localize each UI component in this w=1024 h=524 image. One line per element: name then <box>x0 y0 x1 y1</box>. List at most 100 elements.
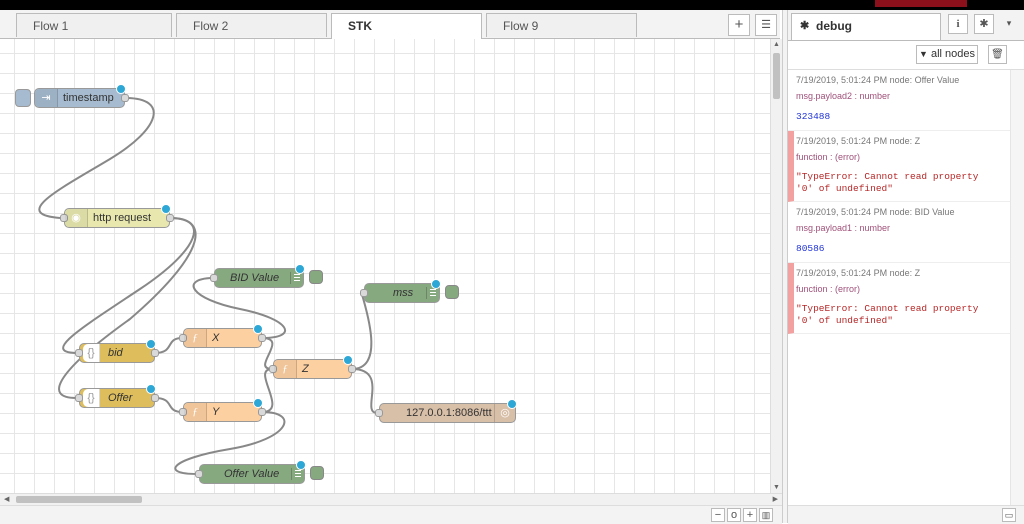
flow-list-button[interactable]: ☰ <box>755 14 777 36</box>
sidebar-tab-bar: ✱ debug i ✱ ▾ <box>788 10 1024 41</box>
workspace-horizontal-scrollbar[interactable]: ◀ ▶ <box>0 493 782 505</box>
tab-flow-2[interactable]: Flow 2 <box>176 13 327 37</box>
message-error-value[interactable]: "TypeError: Cannot read property '0' of … <box>796 303 979 326</box>
wire-y-z <box>261 368 274 413</box>
vertical-scroll-thumb[interactable] <box>773 53 780 99</box>
message-topic: function : (error) <box>796 284 861 294</box>
input-port[interactable] <box>360 289 368 297</box>
zoom-reset-button[interactable]: o <box>727 508 741 522</box>
wire-z-mss <box>351 292 373 370</box>
node-bid-value[interactable]: BID Value <box>210 264 323 288</box>
node-changed-dot <box>253 324 263 334</box>
flow-workspace[interactable]: ⇥ timestamp ◉ http request BID Value mss… <box>0 39 770 493</box>
inject-arrow-icon: ⇥ <box>35 89 58 107</box>
node-label: X <box>212 332 220 344</box>
zoom-in-button[interactable]: + <box>743 508 757 522</box>
output-port[interactable] <box>258 408 266 416</box>
message-meta: 7/19/2019, 5:01:24 PM node: BID Value <box>796 207 955 217</box>
tab-debug[interactable]: ✱ debug <box>791 13 941 40</box>
input-port[interactable] <box>75 394 83 402</box>
workspace-vertical-scrollbar[interactable]: ▲ ▼ <box>770 39 783 493</box>
node-changed-dot <box>343 355 353 365</box>
tab-flow-9[interactable]: Flow 9 <box>486 13 637 37</box>
function-icon: ƒ <box>184 403 207 421</box>
output-port[interactable] <box>166 214 174 222</box>
navigator-button[interactable]: ▥ <box>759 508 773 522</box>
input-port[interactable] <box>179 334 187 342</box>
deploy-button[interactable] <box>875 0 967 7</box>
debug-toggle-button[interactable] <box>445 285 459 299</box>
debug-message-error[interactable]: 7/19/2019, 5:01:24 PM node: Z function :… <box>788 263 1010 334</box>
input-port[interactable] <box>210 274 218 282</box>
message-value[interactable]: 80586 <box>796 243 825 254</box>
message-meta: 7/19/2019, 5:01:24 PM node: Offer Value <box>796 75 960 85</box>
input-port[interactable] <box>375 409 383 417</box>
output-port[interactable] <box>151 349 159 357</box>
zoom-out-button[interactable]: − <box>711 508 725 522</box>
node-http-endpoint[interactable]: 127.0.0.1:8086/ttt ◎ <box>375 399 517 423</box>
node-label: 127.0.0.1:8086/ttt <box>406 407 492 419</box>
tab-stk[interactable]: STK <box>331 13 482 39</box>
scroll-down-icon[interactable]: ▼ <box>773 484 780 491</box>
input-port[interactable] <box>179 408 187 416</box>
output-port[interactable] <box>258 334 266 342</box>
function-icon: ƒ <box>274 360 297 378</box>
debug-tab-button[interactable]: ✱ <box>974 14 994 34</box>
tab-flow-1[interactable]: Flow 1 <box>16 13 172 37</box>
popout-button[interactable]: ▭ <box>1002 508 1016 522</box>
input-port[interactable] <box>269 365 277 373</box>
node-label: mss <box>393 287 414 299</box>
input-port[interactable] <box>75 349 83 357</box>
info-icon: i <box>956 18 960 30</box>
debug-toggle-button[interactable] <box>310 466 324 480</box>
node-x[interactable]: ƒ X <box>179 324 266 348</box>
debug-message[interactable]: 7/19/2019, 5:01:24 PM node: BID Value ms… <box>788 202 1010 263</box>
scroll-right-icon[interactable]: ▶ <box>772 496 778 503</box>
node-changed-dot <box>253 398 263 408</box>
node-changed-dot <box>161 204 171 214</box>
scroll-up-icon[interactable]: ▲ <box>773 41 780 48</box>
add-flow-button[interactable]: + <box>728 14 750 36</box>
bug-icon: ✱ <box>979 18 989 30</box>
sidebar-scrollbar[interactable] <box>1010 70 1024 523</box>
message-error-value[interactable]: "TypeError: Cannot read property '0' of … <box>796 171 979 194</box>
sidebar-separator[interactable] <box>782 10 788 523</box>
clear-log-button[interactable]: 🗑 <box>988 45 1007 64</box>
node-changed-dot <box>431 279 441 289</box>
message-value[interactable]: 323488 <box>796 111 831 122</box>
node-http-request[interactable]: ◉ http request <box>60 204 174 228</box>
bug-icon: ✱ <box>800 20 810 32</box>
filter-nodes-button[interactable]: ▼ all nodes <box>916 45 978 64</box>
info-tab-button[interactable]: i <box>948 14 968 34</box>
debug-message[interactable]: 7/19/2019, 5:01:24 PM node: Offer Value … <box>788 70 1010 131</box>
globe-icon: ◎ <box>494 404 515 422</box>
node-label: Y <box>212 406 220 418</box>
debug-message-list: 7/19/2019, 5:01:24 PM node: Offer Value … <box>788 70 1010 523</box>
node-timestamp[interactable]: ⇥ timestamp <box>15 84 129 108</box>
wire-bid-x <box>154 337 183 354</box>
message-topic: function : (error) <box>796 152 861 162</box>
list-icon: ☰ <box>761 19 771 31</box>
debug-toggle-button[interactable] <box>309 270 323 284</box>
output-port[interactable] <box>151 394 159 402</box>
scroll-left-icon[interactable]: ◀ <box>4 496 10 503</box>
sidebar-menu-button[interactable]: ▾ <box>1000 14 1018 34</box>
wire-http-offer <box>58 217 197 400</box>
node-y[interactable]: ƒ Y <box>179 398 266 422</box>
input-port[interactable] <box>195 470 203 478</box>
node-bid[interactable]: {} bid <box>75 339 159 363</box>
output-port[interactable] <box>121 94 129 102</box>
debug-list-icon <box>426 287 439 299</box>
node-offer[interactable]: {} Offer <box>75 384 159 408</box>
input-port[interactable] <box>60 214 68 222</box>
monitor-icon: ▭ <box>1004 510 1014 520</box>
json-icon: {} <box>83 344 100 362</box>
node-offer-value[interactable]: Offer Value <box>195 460 324 484</box>
node-z[interactable]: ƒ Z <box>269 355 356 379</box>
node-mss[interactable]: mss <box>360 279 459 303</box>
inject-trigger-button[interactable] <box>15 89 31 107</box>
output-port[interactable] <box>348 365 356 373</box>
debug-message-error[interactable]: 7/19/2019, 5:01:24 PM node: Z function :… <box>788 131 1010 202</box>
horizontal-scroll-thumb[interactable] <box>16 496 142 503</box>
wire-http-bid <box>62 217 195 354</box>
